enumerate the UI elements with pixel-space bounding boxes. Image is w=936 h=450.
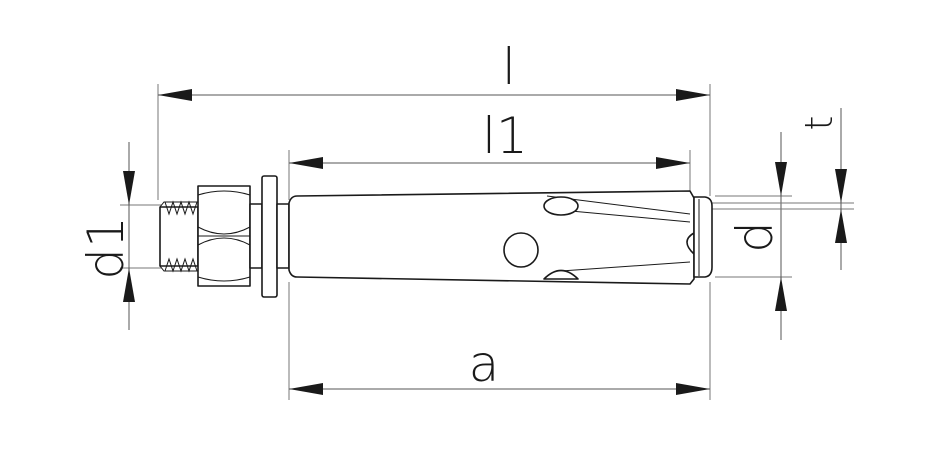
dimension-label-a: a [469, 335, 500, 393]
dimension-l: l [157, 38, 711, 200]
dimension-label-d: d [726, 221, 784, 253]
dimension-label-l1: l1 [482, 107, 528, 165]
cone-end-cap [693, 196, 713, 278]
expansion-sleeve [288, 190, 695, 285]
bolt-thread [159, 200, 199, 273]
dimension-d: d [715, 132, 792, 340]
dimension-l1: l1 [288, 107, 691, 200]
sleeve-hole-top [543, 196, 579, 216]
bolt-shaft [249, 203, 263, 269]
dimension-t: t [712, 108, 854, 270]
anchor-bolt [159, 175, 713, 298]
dimension-label-d1: d1 [77, 216, 135, 280]
dimension-label-t: t [797, 116, 841, 131]
sleeve-hole-bottom [543, 269, 579, 280]
hex-nut [197, 185, 251, 287]
dimension-d1: d1 [77, 142, 162, 330]
washer [261, 175, 278, 298]
dimension-a: a [288, 282, 711, 400]
bolt-shaft-inner [276, 203, 290, 269]
sleeve-hole-center [503, 232, 539, 268]
dimension-label-l: l [502, 38, 516, 96]
